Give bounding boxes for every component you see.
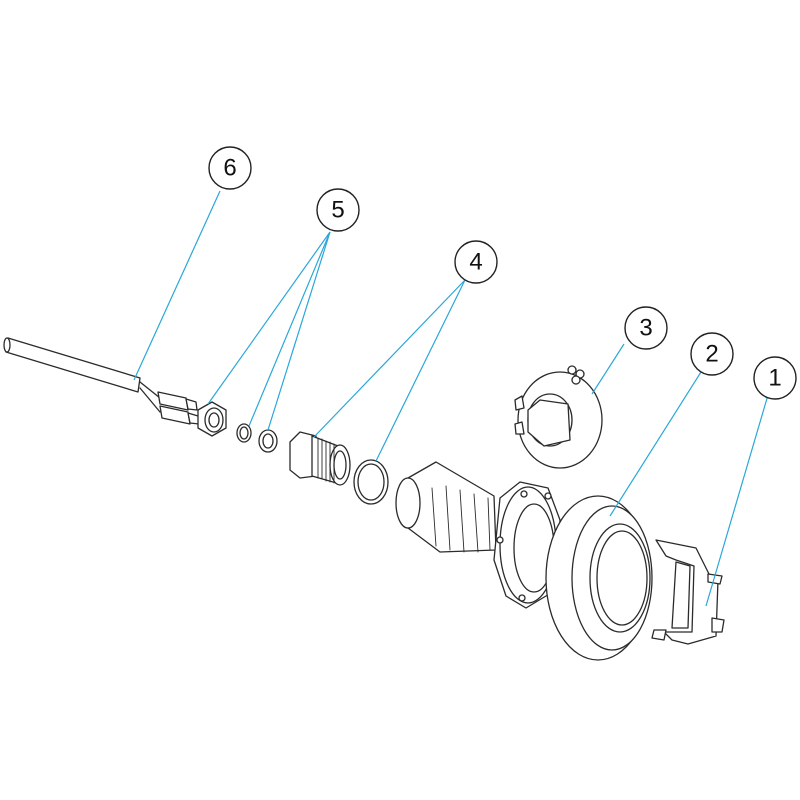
main-body-housing	[395, 461, 561, 609]
callout-5-label: 5	[331, 197, 344, 224]
callout-2-label: 2	[705, 341, 718, 368]
leader-2	[609, 371, 702, 517]
leader-lines	[133, 190, 769, 607]
callout-4-label: 4	[469, 249, 482, 276]
callout-6-circle	[208, 146, 252, 190]
leader-5b	[248, 231, 331, 427]
leader-4b	[375, 279, 466, 462]
part-3-insert-ring	[514, 365, 603, 469]
part-6-cable-assembly	[3, 337, 200, 425]
part-5-gland-set	[197, 401, 278, 453]
callout-3-circle	[624, 306, 668, 350]
part-4-fitting-and-oring	[289, 431, 389, 505]
leader-6	[133, 190, 221, 381]
callout-2-circle	[690, 332, 734, 376]
leader-3	[591, 343, 625, 395]
callout-4: 4	[454, 240, 498, 284]
callout-1: 1	[753, 356, 797, 400]
callout-6-label: 6	[223, 155, 236, 182]
callout-4-circle	[454, 240, 498, 284]
callout-5-circle	[316, 188, 360, 232]
callout-3-label: 3	[639, 315, 652, 342]
callout-1-circle	[753, 356, 797, 400]
callout-5: 5	[316, 188, 360, 232]
leader-1	[705, 394, 769, 607]
leader-5c	[267, 231, 331, 431]
callout-6: 6	[208, 146, 252, 190]
callout-2: 2	[690, 332, 734, 376]
callout-3: 3	[624, 306, 668, 350]
leader-4a	[313, 279, 466, 438]
part-2-front-bezel	[545, 495, 653, 661]
callout-1-label: 1	[768, 365, 781, 392]
leader-5a	[207, 231, 331, 405]
part-1-clip	[651, 539, 725, 645]
